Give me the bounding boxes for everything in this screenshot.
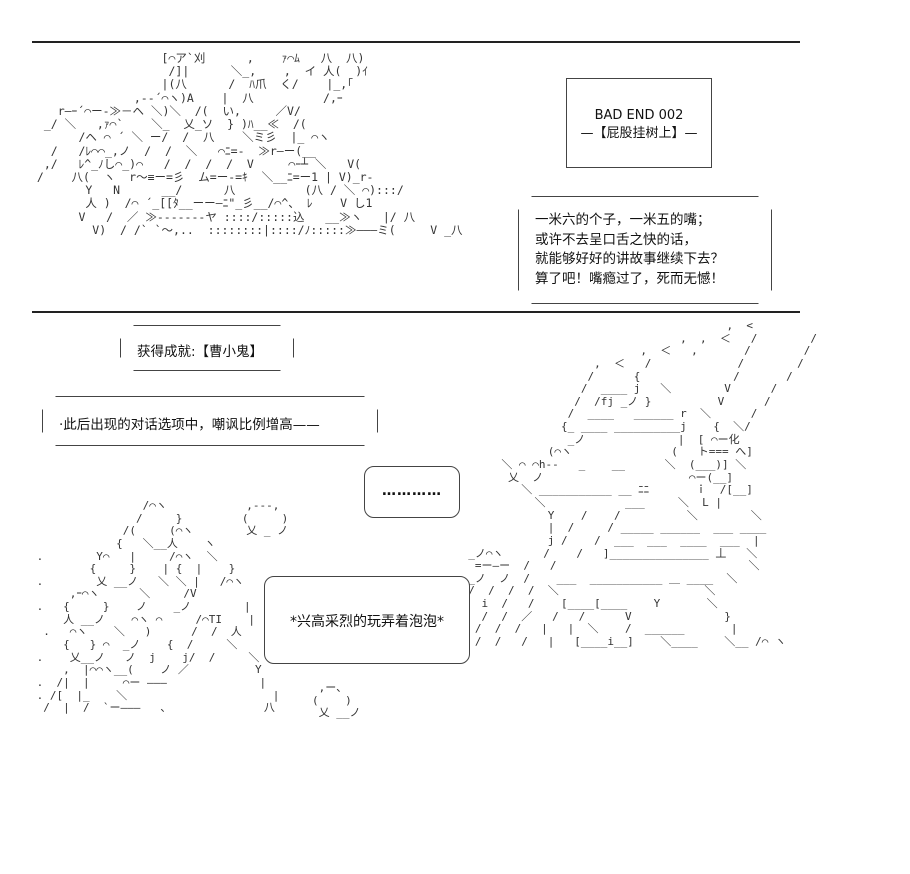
middle-divider (32, 311, 800, 313)
speech-box: 一米六的个子，一米五的嘴； 或许不去呈口舌之快的话， 就能够好好的讲故事继续下去… (518, 196, 772, 304)
speech-line-4: 算了吧！嘴瘾过了，死而无憾！ (535, 270, 724, 287)
notice-box: ·此后出现的对话选项中，嘲讽比例增高—— (42, 396, 378, 446)
notice-text: ·此后出现的对话选项中，嘲讽比例增高—— (59, 417, 320, 433)
ascii-art-lower-right-character: , < , , ＜ / / , ＜ , / / , ＜ / / / / { (455, 319, 817, 649)
achievement-box: 获得成就:【曹小鬼】 (120, 325, 294, 371)
speech-line-3: 就能够好好的讲故事继续下去？ (535, 251, 724, 268)
bad-end-subtitle: —【屁股挂树上】— (580, 126, 698, 142)
ascii-art-small-bubble: ,ー、 ( ) 乂 __ノ (312, 681, 361, 720)
thought-box: ………… (364, 466, 460, 518)
top-divider (32, 41, 800, 43)
bad-end-title-box: BAD END 002 —【屁股挂树上】— (566, 78, 712, 168)
speech-line-2: 或许不去呈口舌之快的话， (535, 231, 697, 248)
action-box: *兴高采烈的玩弄着泡泡* (264, 576, 470, 664)
achievement-text: 获得成就:【曹小鬼】 (137, 344, 264, 360)
speech-line-1: 一米六的个子，一米五的嘴； (535, 212, 711, 228)
ascii-art-upper-scene: [⌒ア`刈 , ｧ⌒ﾑ 八 八) /]| ＼_, , イ 人( )ｲ |(八 /… (36, 51, 463, 237)
thought-text: ………… (382, 483, 442, 499)
action-text: *兴高采烈的玩弄着泡泡* (290, 614, 444, 630)
ascii-art-lower-left-character: /⌒ヽ ,-‐-, / } ( ) /( (⌒ヽ 乂 _ ノ { ＼__人 ヽ … (36, 499, 289, 715)
bad-end-title: BAD END 002 (594, 108, 684, 123)
